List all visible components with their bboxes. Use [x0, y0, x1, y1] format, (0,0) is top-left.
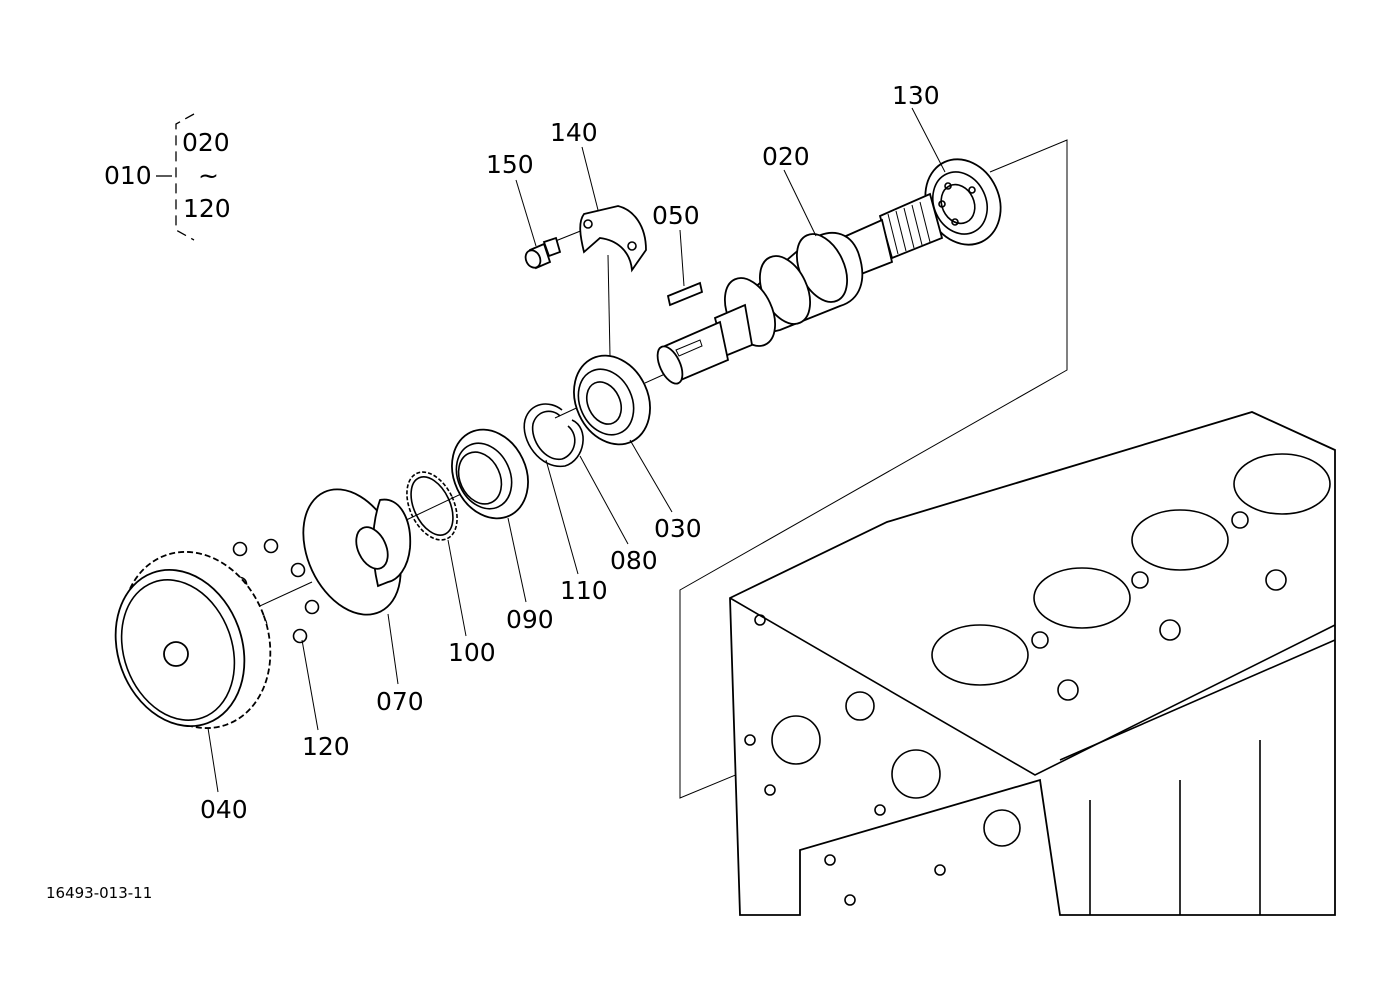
callout-100: 100	[448, 638, 496, 667]
figure-number: 16493-013-11	[46, 884, 152, 902]
snap-ring-080	[523, 403, 584, 468]
callout-050: 050	[652, 201, 700, 230]
callout-090: 090	[506, 605, 554, 634]
plate-140	[579, 205, 647, 273]
callout-040: 040	[200, 795, 248, 824]
range-end: 120	[183, 194, 231, 223]
bolt-150	[524, 236, 562, 270]
key-050	[666, 281, 704, 307]
camshaft-020	[656, 192, 944, 385]
cylinder-block	[729, 411, 1336, 916]
bearing-030	[573, 354, 651, 446]
callout-labels: 130 140 150 020 050 030 080 110 090 100 …	[200, 81, 940, 824]
oil-seal-090	[451, 428, 529, 520]
callout-140: 140	[550, 118, 598, 147]
range-start: 020	[182, 128, 230, 157]
callout-080: 080	[610, 546, 658, 575]
bearing-130	[924, 158, 1002, 246]
range-separator: ~	[198, 161, 219, 190]
callout-070: 070	[376, 687, 424, 716]
callout-020: 020	[762, 142, 810, 171]
thrust-plate-070	[302, 488, 412, 616]
callout-130: 130	[892, 81, 940, 110]
callout-150: 150	[486, 150, 534, 179]
callout-120: 120	[302, 732, 350, 761]
callout-110: 110	[560, 576, 608, 605]
ball-ring-100	[406, 471, 458, 541]
assembly-code: 010	[104, 161, 152, 190]
gear-040	[114, 551, 272, 729]
assembly-group-bracket: 010 020 ~ 120	[104, 113, 231, 241]
callout-030: 030	[654, 514, 702, 543]
leader-lines	[207, 107, 946, 793]
